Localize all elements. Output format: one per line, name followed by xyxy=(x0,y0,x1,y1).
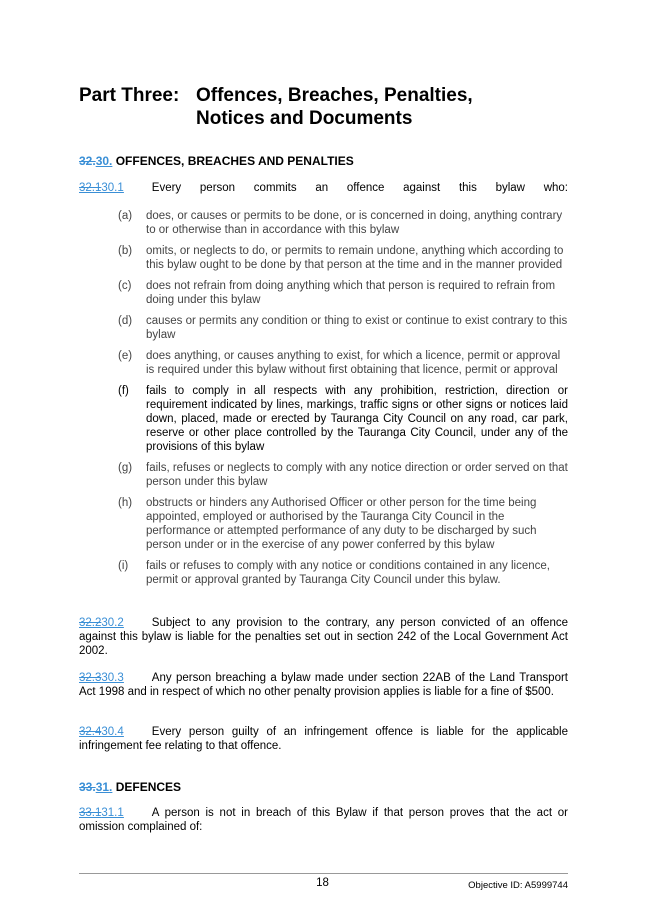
inserted-number: 30.2 xyxy=(101,617,124,629)
part-label: Part Three: xyxy=(79,85,180,106)
list-item: (e) does anything, or causes anything to… xyxy=(118,349,568,377)
page-number: 18 xyxy=(316,877,329,889)
objective-id: Objective ID: A5999744 xyxy=(468,880,568,891)
list-item: (b) omits, or neglects to do, or permits… xyxy=(118,244,568,272)
inserted-number: 30.4 xyxy=(101,726,124,738)
part-title: Part Three: Offences, Breaches, Penalties… xyxy=(79,84,473,130)
item-text: obstructs or hinders any Authorised Offi… xyxy=(146,497,537,551)
footer-divider xyxy=(79,873,568,874)
deleted-number: 33. xyxy=(79,780,96,794)
section-30-heading: 32.30. OFFENCES, BREACHES AND PENALTIES xyxy=(79,154,354,169)
item-label: (c) xyxy=(118,280,132,292)
clause-text: Every person commits an offence against … xyxy=(151,182,568,194)
item-label: (a) xyxy=(118,210,133,222)
clause-text: Every person guilty of an infringement o… xyxy=(79,726,568,752)
clause-30-1: 32.130.1 Every person commits an offence … xyxy=(79,181,568,195)
item-label: (f) xyxy=(118,385,129,397)
inserted-number: 30. xyxy=(95,154,113,168)
item-label: (h) xyxy=(118,497,133,509)
section-31-heading: 33.31. DEFENCES xyxy=(79,780,181,795)
item-label: (e) xyxy=(118,350,133,362)
deleted-number: 32.4 xyxy=(79,726,102,738)
list-item: (f) fails to comply in all respects with… xyxy=(118,384,568,454)
clause-text: Any person breaching a bylaw made under … xyxy=(79,672,568,698)
item-label: (b) xyxy=(118,245,133,257)
item-text: fails or refuses to comply with any noti… xyxy=(146,560,550,586)
section-title: DEFENCES xyxy=(115,780,182,794)
inserted-number: 31.1 xyxy=(101,807,124,819)
list-item: (c) does not refrain from doing anything… xyxy=(118,279,568,307)
list-item: (d) causes or permits any condition or t… xyxy=(118,314,568,342)
section-title: OFFENCES, BREACHES AND PENALTIES xyxy=(115,154,354,168)
part-title-line2: Notices and Documents xyxy=(196,108,413,129)
inserted-number: 30.3 xyxy=(101,672,124,684)
list-item: (g) fails, refuses or neglects to comply… xyxy=(118,461,568,489)
list-item: (a) does, or causes or permits to be don… xyxy=(118,209,568,237)
item-text: does not refrain from doing anything whi… xyxy=(146,280,556,306)
item-text: causes or permits any condition or thing… xyxy=(146,315,568,341)
deleted-number: 32.1 xyxy=(79,182,102,194)
inserted-number: 31. xyxy=(95,780,113,794)
item-text: omits, or neglects to do, or permits to … xyxy=(146,245,564,271)
list-item: (h) obstructs or hinders any Authorised … xyxy=(118,496,568,552)
item-text: fails to comply in all respects with any… xyxy=(146,385,568,453)
item-label: (i) xyxy=(118,560,129,572)
inserted-number: 30.1 xyxy=(101,182,124,194)
item-text: fails, refuses or neglects to comply wit… xyxy=(146,462,568,488)
offence-list: (a) does, or causes or permits to be don… xyxy=(118,209,568,594)
list-item: (i) fails or refuses to comply with any … xyxy=(118,559,568,587)
deleted-number: 33.1 xyxy=(79,807,102,819)
item-label: (d) xyxy=(118,315,133,327)
item-text: does, or causes or permits to be done, o… xyxy=(146,210,563,236)
deleted-number: 32.3 xyxy=(79,672,102,684)
deleted-number: 32. xyxy=(79,154,96,168)
clause-text: A person is not in breach of this Bylaw … xyxy=(79,807,568,833)
clause-text: Subject to any provision to the contrary… xyxy=(79,617,568,657)
item-text: does anything, or causes anything to exi… xyxy=(146,350,561,376)
part-title-line1: Offences, Breaches, Penalties, xyxy=(196,85,473,106)
deleted-number: 32.2 xyxy=(79,617,102,629)
item-label: (g) xyxy=(118,462,133,474)
